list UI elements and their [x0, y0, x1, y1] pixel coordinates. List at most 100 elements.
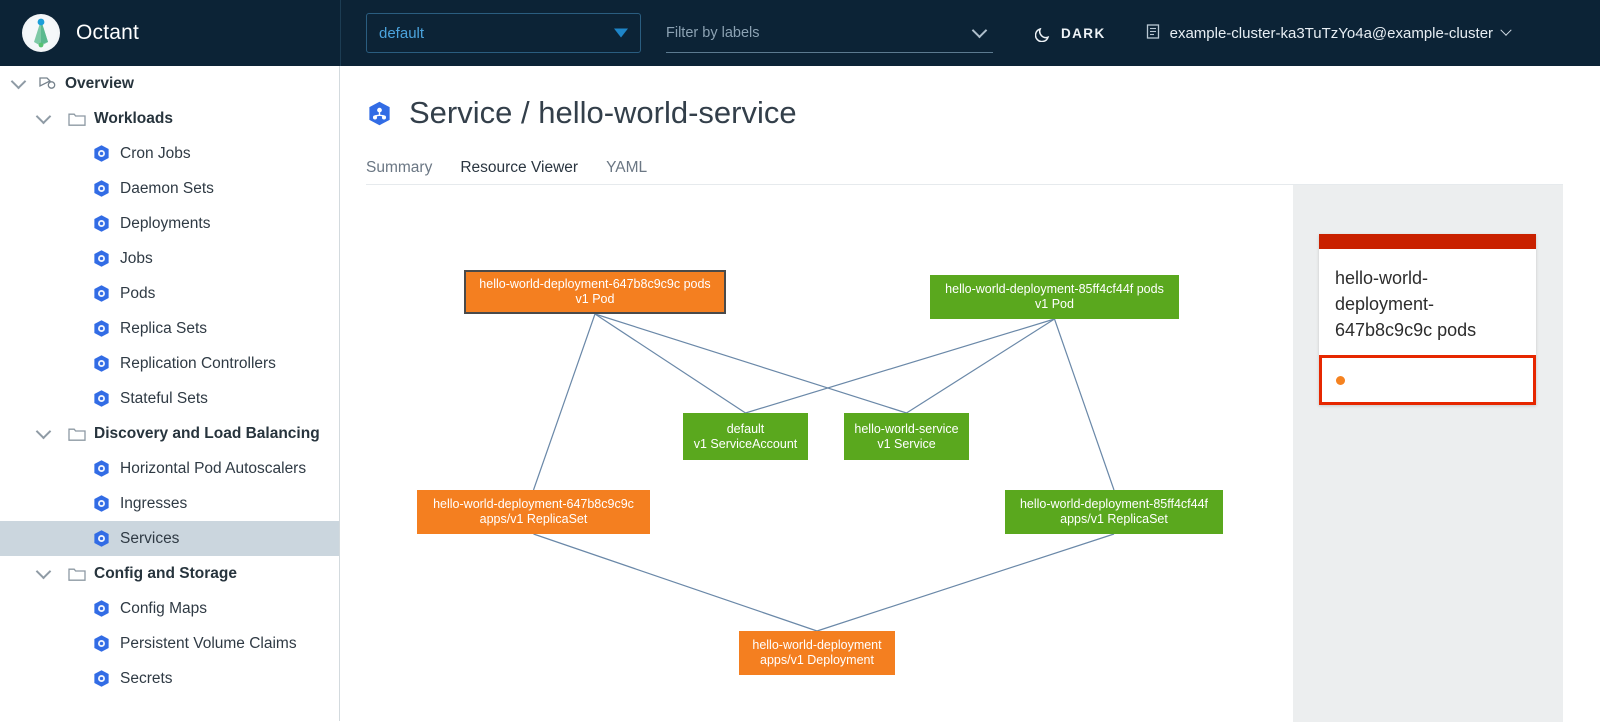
- detail-accent-bar: [1319, 234, 1536, 249]
- chevron-down-icon[interactable]: [35, 563, 52, 580]
- namespace-select[interactable]: default: [366, 13, 641, 53]
- graph-node-title: hello-world-deployment-85ff4cf44f pods: [945, 282, 1164, 296]
- graph-node-kind: v1 Pod: [1035, 297, 1074, 311]
- graph-edge: [594, 313, 746, 414]
- page-title-text: Service / hello-world-service: [409, 95, 797, 130]
- sidebar-item-label: Persistent Volume Claims: [120, 634, 297, 652]
- sidebar-item-cron-jobs[interactable]: Cron Jobs: [0, 136, 339, 171]
- brand-name: Octant: [76, 21, 140, 44]
- status-dot-icon: [1336, 375, 1345, 385]
- sidebar-item-label: Config and Storage: [94, 564, 237, 582]
- sidebar-item-ingresses[interactable]: Ingresses: [0, 486, 339, 521]
- brand[interactable]: Octant: [0, 14, 340, 52]
- main-content: Service / hello-world-service Summary Res…: [341, 66, 1600, 722]
- chevron-down-icon: [971, 22, 988, 39]
- overview-icon: [38, 75, 57, 97]
- sidebar-item-label: Cron Jobs: [120, 144, 191, 162]
- sidebar-item-persistent-volume-claims[interactable]: Persistent Volume Claims: [0, 626, 339, 661]
- replica-set-icon: [92, 319, 111, 338]
- graph-edge: [532, 313, 596, 491]
- label-filter-input[interactable]: Filter by labels: [666, 13, 993, 53]
- folder-icon: [68, 566, 86, 587]
- chevron-down-icon: [1500, 24, 1512, 36]
- graph-edge: [816, 533, 1115, 632]
- folder-icon: [68, 111, 86, 132]
- sidebar-item-config-and-storage[interactable]: Config and Storage: [0, 556, 339, 591]
- sidebar-item-label: Stateful Sets: [120, 389, 208, 407]
- sidebar-item-deployments[interactable]: Deployments: [0, 206, 339, 241]
- sidebar-item-replication-controllers[interactable]: Replication Controllers: [0, 346, 339, 381]
- resource-graph[interactable]: hello-world-deployment-647b8c9c9c pods v1…: [366, 185, 1293, 722]
- detail-card[interactable]: hello-world-deployment-647b8c9c9c pods: [1319, 234, 1536, 405]
- sidebar-item-label: Discovery and Load Balancing: [94, 424, 320, 442]
- theme-toggle-label: DARK: [1061, 25, 1106, 41]
- theme-toggle[interactable]: DARK: [1034, 25, 1106, 42]
- pvc-icon: [92, 634, 111, 653]
- graph-edge: [533, 533, 818, 632]
- sidebar-item-label: Horizontal Pod Autoscalers: [120, 459, 307, 477]
- sidebar-item-daemon-sets[interactable]: Daemon Sets: [0, 171, 339, 206]
- deployment-icon: [92, 214, 111, 233]
- graph-node-title: hello-world-deployment-647b8c9c9c pods: [479, 277, 711, 291]
- config-map-icon: [92, 599, 111, 618]
- chevron-down-icon[interactable]: [35, 423, 52, 440]
- pod-icon: [92, 284, 111, 303]
- stateful-set-icon: [92, 389, 111, 408]
- chevron-down-icon[interactable]: [10, 73, 27, 90]
- graph-node-kind: v1 Service: [877, 436, 936, 451]
- graph-node-title: hello-world-deployment-85ff4cf44f: [1019, 497, 1209, 511]
- chevron-down-icon[interactable]: [35, 108, 52, 125]
- sidebar-item-overview[interactable]: Overview: [0, 66, 339, 101]
- sidebar-item-label: Workloads: [94, 109, 173, 127]
- sidebar-item-services[interactable]: Services: [0, 521, 339, 556]
- service-icon: [366, 100, 393, 127]
- sidebar-item-label: Pods: [120, 284, 156, 302]
- sidebar-item-secrets[interactable]: Secrets: [0, 661, 339, 696]
- page-title: Service / hello-world-service: [366, 95, 1600, 131]
- tab-bar[interactable]: Summary Resource Viewer YAML: [366, 153, 1563, 187]
- sidebar-item-config-maps[interactable]: Config Maps: [0, 591, 339, 626]
- graph-edge: [745, 318, 1055, 414]
- topbar-divider: [340, 0, 341, 66]
- graph-node-title: hello-world-deployment-647b8c9c9c: [433, 497, 634, 511]
- graph-edge: [594, 313, 907, 414]
- sidebar-item-label: Services: [120, 529, 180, 547]
- graph-node-title: hello-world-service: [854, 421, 959, 436]
- sidebar-item-jobs[interactable]: Jobs: [0, 241, 339, 276]
- sidebar-item-pods[interactable]: Pods: [0, 276, 339, 311]
- tab-summary[interactable]: Summary: [366, 159, 433, 176]
- graph-node-kind: apps/v1 Deployment: [760, 653, 874, 667]
- tab-resource-viewer[interactable]: Resource Viewer: [446, 159, 592, 187]
- top-bar: Octant default Filter by labels DARK exa…: [0, 0, 1600, 66]
- tab-yaml[interactable]: YAML: [606, 159, 648, 176]
- ingress-icon: [92, 494, 111, 513]
- daemon-set-icon: [92, 179, 111, 198]
- cluster-icon: [1146, 23, 1161, 44]
- label-filter-placeholder: Filter by labels: [666, 24, 760, 41]
- job-icon: [92, 249, 111, 268]
- sidebar-item-stateful-sets[interactable]: Stateful Sets: [0, 381, 339, 416]
- graph-edge: [1053, 318, 1115, 491]
- sidebar-item-workloads[interactable]: Workloads: [0, 101, 339, 136]
- sidebar-item-label: Replication Controllers: [120, 354, 276, 372]
- details-panel: hello-world-deployment-647b8c9c9c pods: [1293, 185, 1563, 722]
- folder-icon: [68, 426, 86, 447]
- secret-icon: [92, 669, 111, 688]
- sidebar-item-horizontal-pod-autoscalers[interactable]: Horizontal Pod Autoscalers: [0, 451, 339, 486]
- sidebar-item-label: Replica Sets: [120, 319, 208, 337]
- sidebar-item-discovery-and-load-balancing[interactable]: Discovery and Load Balancing: [0, 416, 339, 451]
- detail-status-list[interactable]: [1319, 355, 1536, 405]
- cluster-selector[interactable]: example-cluster-ka3TuTzYo4a@example-clus…: [1146, 23, 1512, 44]
- sidebar-item-label: Secrets: [120, 669, 173, 687]
- sidebar-item-replica-sets[interactable]: Replica Sets: [0, 311, 339, 346]
- replication-controller-icon: [92, 354, 111, 373]
- graph-node-kind: v1 ServiceAccount: [693, 436, 798, 451]
